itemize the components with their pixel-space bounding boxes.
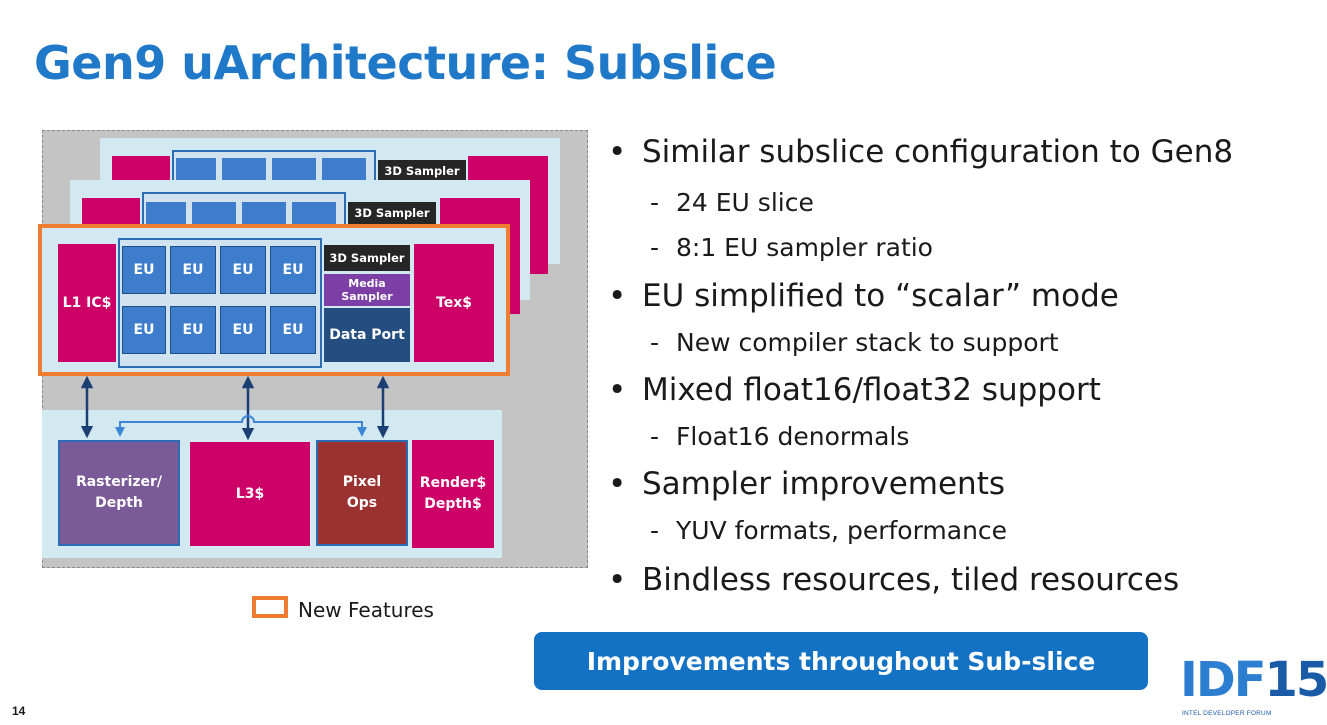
improvements-banner: Improvements throughout Sub-slice [534,632,1148,690]
logo-subtitle: INTEL DEVELOPER FORUM [1182,710,1272,717]
eu-3: EU [220,246,266,294]
bullet-item: -New compiler stack to support [650,328,1059,357]
l1-instruction-cache: L1 IC$ [58,244,116,362]
slide-title: Gen9 uArchitecture: Subslice [34,36,777,90]
eu-4: EU [270,246,316,294]
l3-cache: L3$ [190,442,310,546]
back-sampler-1: 3D Sampler [348,202,436,224]
eu-5: EU [122,306,166,354]
data-port: Data Port [324,308,410,362]
page-number: 14 [12,704,26,718]
eu-8: EU [270,306,316,354]
legend-label: New Features [298,598,434,622]
3d-sampler: 3D Sampler [324,245,410,271]
legend-swatch [252,596,288,618]
back-sampler-2: 3D Sampler [378,160,466,182]
bullet-item: -YUV formats, performance [650,516,1008,545]
bullet-item: -8:1 EU sampler ratio [650,233,933,262]
idf15-logo: IDF15 INTEL DEVELOPER FORUM [1180,652,1327,717]
texture-cache: Tex$ [414,244,494,362]
bullet-item: -24 EU slice [650,188,814,217]
bullet-item: -Float16 denormals [650,422,910,451]
light-interconnect [115,415,367,437]
subslice-diagram: 3D Sampler 3D Sampler L1 IC$ EU EU EU EU… [0,0,600,630]
pixel-ops: Pixel Ops [316,440,408,546]
eu-6: EU [170,306,216,354]
eu-2: EU [170,246,216,294]
bullet-item: •Mixed float16/float32 support [608,372,1101,408]
eu-7: EU [220,306,266,354]
bullet-item: •EU simplified to “scalar” mode [608,278,1119,314]
eu-1: EU [122,246,166,294]
media-sampler: Media Sampler [324,274,410,306]
render-depth-cache: Render$ Depth$ [412,440,494,548]
bullet-item: •Sampler improvements [608,466,1005,502]
new-features-highlight [38,224,510,376]
bullet-item: •Similar subslice configuration to Gen8 [608,134,1234,170]
connection-arrows [80,375,390,441]
rasterizer-depth: Rasterizer/ Depth [58,440,180,546]
bullet-item: •Bindless resources, tiled resources [608,562,1180,598]
